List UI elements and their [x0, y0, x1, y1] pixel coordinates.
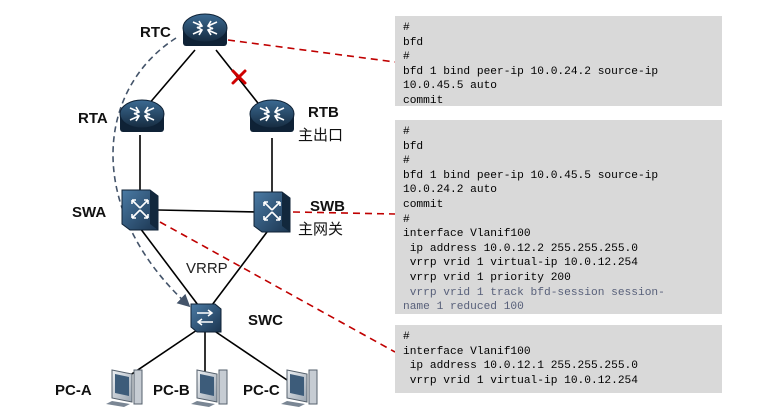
link-swa-swc: [139, 227, 199, 306]
config-line: bfd 1 bind peer-ip 10.0.24.2 source-ip: [403, 65, 659, 78]
label-rtc: RTC: [140, 24, 171, 41]
links: [119, 49, 291, 383]
label-swb: SWB: [310, 198, 345, 215]
config-line: ip address 10.0.12.1 255.255.255.0: [403, 360, 638, 373]
config-line: commit: [403, 198, 444, 211]
router-rtb-icon[interactable]: [249, 99, 295, 132]
config-line: interface Vlanif100: [403, 345, 531, 358]
leader-swa-config: [159, 221, 396, 353]
link-swc-pcc: [209, 327, 291, 383]
switch-swc-icon[interactable]: [190, 303, 222, 333]
label-swb-role: 主网关: [298, 220, 344, 238]
vrrp-switchover-arrow: [112, 37, 191, 308]
config-line: vrrp vrid 1 virtual-ip 10.0.12.254: [403, 374, 638, 387]
label-pc-c: PC-C: [243, 382, 280, 399]
label-pc-a: PC-A: [55, 382, 92, 399]
config-line: name 1 reduced 100: [403, 301, 524, 314]
config-line: #: [403, 155, 410, 168]
config-line: vrrp vrid 1 virtual-ip 10.0.12.254: [403, 257, 638, 270]
config-box-rtc: # bfd # bfd 1 bind peer-ip 10.0.24.2 sou…: [395, 16, 722, 107]
label-rtb: RTB: [308, 104, 339, 121]
label-swc: SWC: [248, 312, 283, 329]
link-failure-x-icon: [231, 69, 247, 85]
config-line: 10.0.45.5 auto: [403, 80, 497, 93]
switch-swb-icon[interactable]: [253, 191, 291, 233]
label-rtb-role: 主出口: [298, 126, 344, 144]
config-line: 10.0.24.2 auto: [403, 184, 497, 197]
config-line: bfd: [403, 36, 424, 49]
label-rta: RTA: [78, 110, 108, 127]
config-line: vrrp vrid 1 track bfd-session session-: [403, 286, 665, 299]
config-box-swa: # interface Vlanif100 ip address 10.0.12…: [395, 325, 722, 393]
config-line: bfd: [403, 140, 424, 153]
label-swa: SWA: [72, 204, 107, 221]
switch-swa-icon[interactable]: [121, 189, 159, 231]
link-swc-pca: [119, 327, 201, 383]
config-line: ip address 10.0.12.2 255.255.255.0: [403, 242, 638, 255]
pc-a-icon[interactable]: [106, 369, 143, 407]
link-swa-swb: [157, 209, 257, 213]
config-line: commit: [403, 94, 444, 107]
router-rta-icon[interactable]: [119, 99, 165, 132]
leader-rtc-config: [227, 39, 396, 63]
config-line: vrrp vrid 1 priority 200: [403, 271, 571, 284]
link-rtc-rtb: [215, 49, 266, 113]
config-line: #: [403, 22, 410, 34]
leader-swb-config: [292, 211, 396, 215]
label-pc-b: PC-B: [153, 382, 190, 399]
config-line: #: [403, 213, 410, 226]
config-line: #: [403, 331, 410, 343]
config-box-swb: # bfd # bfd 1 bind peer-ip 10.0.45.5 sou…: [395, 120, 722, 314]
config-line: bfd 1 bind peer-ip 10.0.45.5 source-ip: [403, 169, 659, 182]
pc-b-icon[interactable]: [191, 369, 228, 407]
link-swb-swc: [211, 227, 271, 306]
label-vrrp: VRRP: [186, 260, 228, 277]
router-rtc-icon[interactable]: [182, 13, 228, 46]
config-line: #: [403, 51, 410, 64]
annotation-leaders: [159, 39, 396, 353]
config-line: #: [403, 126, 410, 138]
pc-c-icon[interactable]: [281, 369, 318, 407]
config-line: interface Vlanif100: [403, 228, 531, 241]
